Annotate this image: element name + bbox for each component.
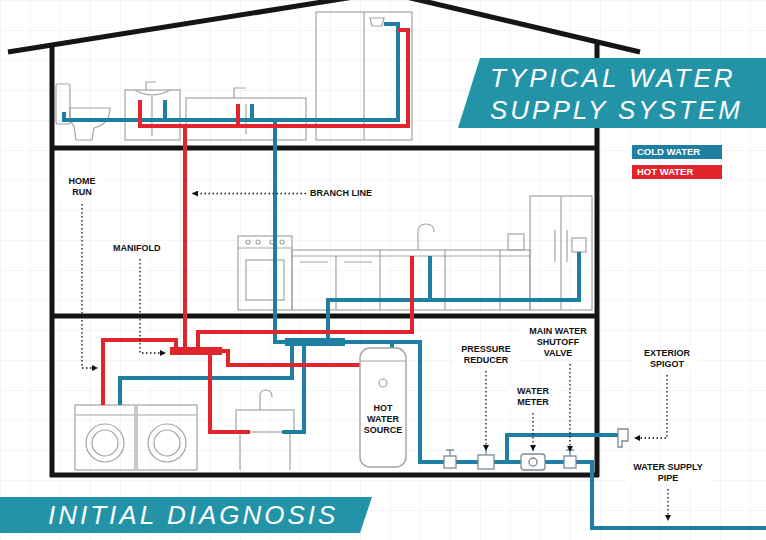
fixture-drawing bbox=[280, 240, 284, 244]
cold-water-pipe bbox=[428, 256, 432, 300]
legend-swatch: HOT WATER bbox=[632, 165, 722, 179]
hot-water-pipe bbox=[210, 355, 250, 432]
fixture-drawing bbox=[70, 108, 110, 140]
banner-shape bbox=[0, 58, 766, 533]
hot-water-pipe bbox=[103, 340, 176, 405]
inline-fitting bbox=[566, 450, 574, 456]
cold-water-pipe bbox=[64, 24, 766, 528]
callout-label: BRANCH LINE bbox=[308, 188, 374, 199]
fixture-drawing bbox=[137, 405, 197, 470]
fixture-drawing bbox=[148, 424, 186, 462]
inline-fitting bbox=[478, 455, 494, 469]
leader-line bbox=[532, 413, 533, 451]
house-outline bbox=[8, 0, 640, 52]
legend-text: COLD WATER bbox=[637, 145, 717, 159]
fixture-drawing bbox=[75, 414, 135, 415]
banner-shape bbox=[0, 497, 372, 533]
callout-label: WATER SUPPLY PIPE bbox=[625, 462, 711, 484]
callout-label-box: PRESSURE REDUCER bbox=[453, 344, 519, 366]
fixture-drawing bbox=[86, 424, 124, 462]
fixture-drawing bbox=[572, 238, 586, 252]
fixture-drawing bbox=[246, 260, 284, 300]
cold-water-pipe bbox=[64, 24, 398, 120]
title-banner: TYPICAL WATER SUPPLY SYSTEM bbox=[490, 62, 758, 126]
inline-fitting bbox=[485, 449, 486, 455]
banner-shape bbox=[458, 58, 766, 128]
hot-water-pipe bbox=[140, 30, 408, 126]
leader-line bbox=[82, 204, 98, 368]
leader-line bbox=[667, 489, 668, 521]
callout-label: PRESSURE REDUCER bbox=[453, 344, 519, 366]
leader-line bbox=[569, 364, 570, 452]
house-outline bbox=[50, 148, 599, 475]
inline-fitting bbox=[564, 456, 576, 468]
callout-label-box: WATER SUPPLY PIPE bbox=[625, 462, 711, 484]
hot-water-pipe bbox=[222, 351, 360, 365]
leader-line bbox=[192, 193, 306, 194]
leader-line bbox=[140, 259, 166, 353]
fixture-drawing bbox=[238, 247, 292, 248]
inline-fitting bbox=[444, 456, 456, 468]
fixture-drawing bbox=[418, 224, 434, 250]
cold-water-pipe bbox=[282, 346, 304, 432]
cold-water-pipe bbox=[120, 346, 292, 405]
hot-water-pipe bbox=[198, 256, 412, 347]
legend-swatch: COLD WATER bbox=[632, 145, 722, 159]
callout-label: MANIFOLD bbox=[111, 243, 163, 254]
callout-label-box: MAIN WATER SHUTOFF VALVE bbox=[523, 326, 593, 359]
callout-label: HOME RUN bbox=[60, 176, 104, 198]
fixture-drawing bbox=[236, 410, 294, 432]
callout-label-box: WATER METER bbox=[508, 386, 558, 408]
inline-fitting bbox=[521, 454, 545, 470]
caption-banner: INITIAL DIAGNOSIS bbox=[48, 500, 338, 530]
leader-line bbox=[82, 194, 668, 522]
water-heater-tank: HOT WATER SOURCE bbox=[358, 345, 408, 470]
cold-water-pipe bbox=[275, 120, 285, 342]
fixture-drawing bbox=[92, 430, 118, 456]
hot-water-pipe bbox=[236, 104, 240, 126]
inline-fitting bbox=[446, 450, 454, 456]
manifold-bar bbox=[170, 347, 222, 355]
callout-label: WATER METER bbox=[508, 386, 558, 408]
title-text: TYPICAL WATER SUPPLY SYSTEM bbox=[490, 62, 758, 126]
fixture-drawing bbox=[256, 240, 260, 244]
caption-text: INITIAL DIAGNOSIS bbox=[48, 500, 338, 530]
callout-label: EXTERIOR SPIGOT bbox=[635, 348, 699, 370]
fixture-drawing bbox=[555, 196, 567, 310]
manifold-bar bbox=[170, 338, 345, 355]
hot-water-pipe bbox=[183, 126, 187, 347]
fixture-drawing bbox=[137, 414, 197, 415]
tank-dial bbox=[379, 379, 387, 387]
tank-seam bbox=[360, 360, 406, 361]
callout-label-box: MANIFOLD bbox=[111, 243, 163, 254]
fixture-drawing bbox=[508, 234, 524, 250]
cold-water-pipe bbox=[345, 342, 766, 528]
fixture-drawing bbox=[530, 196, 592, 310]
fixture-drawing bbox=[246, 240, 250, 244]
fixture-drawing bbox=[154, 430, 180, 456]
leader-line bbox=[634, 375, 667, 438]
fixture-drawing bbox=[238, 236, 292, 310]
callout-label-box: EXTERIOR SPIGOT bbox=[635, 348, 699, 370]
inline-fitting bbox=[529, 458, 537, 466]
legend-text: HOT WATER bbox=[637, 165, 717, 179]
inline-fitting bbox=[444, 429, 628, 470]
leader-line bbox=[485, 371, 486, 451]
manifold-bar bbox=[285, 338, 345, 346]
callout-label: MAIN WATER SHUTOFF VALVE bbox=[523, 326, 593, 359]
fixture-drawing bbox=[75, 405, 135, 470]
inline-fitting bbox=[618, 429, 628, 447]
tank-label: HOT WATER SOURCE bbox=[358, 403, 408, 436]
callout-label-box: BRANCH LINE bbox=[308, 188, 374, 199]
callout-label-box: HOME RUN bbox=[60, 176, 104, 198]
